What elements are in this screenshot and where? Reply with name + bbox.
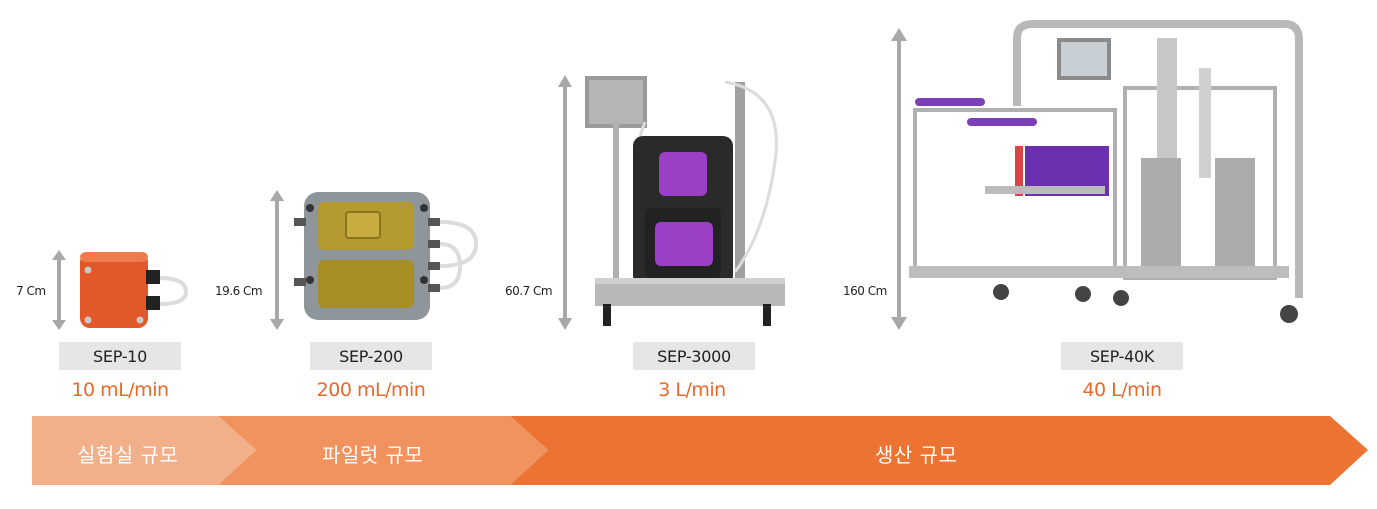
scale-lab-label: 실험실 규모 (77, 443, 179, 467)
sep-3000-device-image (585, 76, 785, 326)
sep-200-device-image (294, 192, 479, 320)
height-label: 19.6 Cm (215, 284, 263, 298)
model-label: SEP-10 (59, 342, 181, 370)
model-label: SEP-200 (310, 342, 432, 370)
height-arrow (891, 28, 907, 330)
height-label: 60.7 Cm (505, 284, 553, 298)
height-label: 160 Cm (843, 284, 887, 298)
model-label: SEP-3000 (633, 342, 755, 370)
height-label: 7 Cm (16, 284, 46, 298)
sep-10-device-image (80, 252, 189, 328)
height-arrow (52, 250, 66, 330)
model-label: SEP-40K (1061, 342, 1183, 370)
scale-pilot-label: 파일럿 규모 (322, 443, 424, 467)
scale-arrow-graphic (32, 416, 1368, 485)
scale-production-label: 생산 규모 (875, 443, 958, 467)
flow-rate: 200 mL/min (316, 379, 426, 401)
flow-rate: 40 L/min (1082, 379, 1162, 401)
height-arrow (558, 75, 572, 330)
sep-40k-device-image (909, 20, 1303, 323)
flow-rate: 10 mL/min (71, 379, 169, 401)
flow-rate: 3 L/min (658, 379, 726, 401)
height-arrow (270, 190, 284, 330)
